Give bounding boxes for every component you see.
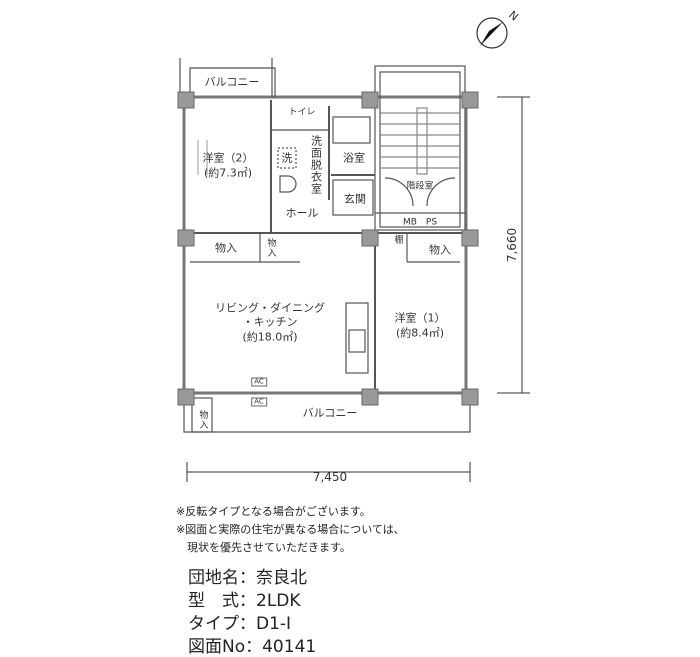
ldk-label: リビング・ダイニング	[215, 301, 325, 315]
balcony-top-label: バルコニー	[204, 75, 260, 89]
storage-label: 物入	[265, 238, 276, 258]
bedroom1-area: (約8.4㎡)	[395, 326, 445, 340]
note-line: 現状を優先させていただきます。	[176, 541, 351, 554]
shelf-label: 棚	[394, 235, 404, 246]
ldk-area: (約18.0㎡)	[242, 330, 298, 344]
note-line: ※図面と実際の住宅が異なる場合については、	[176, 523, 405, 536]
balcony-bottom-label: バルコニー	[302, 406, 358, 420]
washroom-label: 洗面脱衣室	[309, 135, 323, 195]
bedroom1-label: 洋室（1）	[394, 311, 446, 325]
svg-text:N: N	[506, 8, 521, 23]
depth-dimension: 7,660	[505, 227, 519, 263]
mb-ps-label: MB PS	[402, 217, 438, 228]
ldk-label-2: ・キッチン	[242, 315, 298, 329]
width-dimension: 7,450	[312, 470, 348, 484]
washer-label: 洗	[281, 151, 293, 165]
storage-label: 物入	[429, 243, 451, 257]
layout-type: 型 式：2LDK	[188, 591, 301, 611]
storage-label: 物入	[197, 410, 208, 430]
unit-type: タイプ：D1-I	[188, 614, 292, 634]
note-line: ※反転タイプとなる場合がございます。	[176, 505, 371, 518]
ac-label: AC	[251, 397, 267, 407]
toilet-label: トイレ	[288, 107, 316, 118]
ac-label: AC	[251, 377, 267, 387]
north-compass-icon: N	[476, 8, 521, 49]
bath-label: 浴室	[343, 151, 365, 165]
complex-name: 団地名：奈良北	[188, 568, 307, 588]
drawing-number: 図面No：40141	[188, 637, 317, 657]
bedroom2-area: (約7.3㎡)	[203, 166, 253, 180]
storage-label: 物入	[215, 241, 237, 255]
stairwell-label: 階段室	[406, 181, 434, 192]
bedroom2-label: 洋室（2）	[202, 151, 254, 165]
hall-label: ホール	[285, 206, 319, 220]
structural-columns	[177, 91, 479, 406]
entrance-label: 玄関	[344, 192, 366, 206]
